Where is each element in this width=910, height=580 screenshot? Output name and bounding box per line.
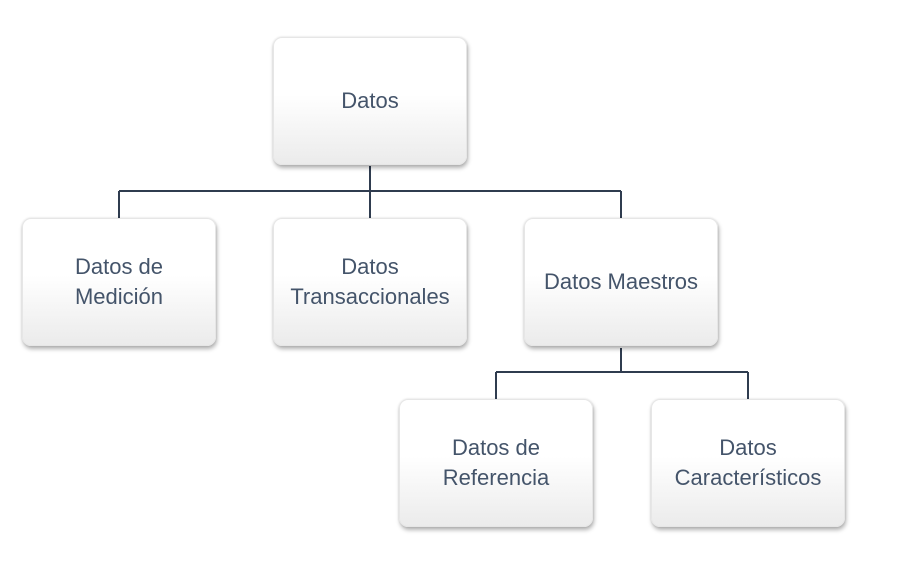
node-label-line: Datos: [341, 254, 399, 279]
node-label: Datos Característicos: [675, 433, 822, 493]
node-label-line: Transaccionales: [290, 284, 450, 309]
node-label-line: Datos de: [451, 435, 541, 460]
node-label: Datos de Referencia: [443, 433, 549, 493]
node-label: Datos de Medición: [75, 252, 163, 312]
node-label-line: Referencia: [442, 465, 550, 490]
node-label-line: Característicos: [674, 465, 822, 490]
node-label: Datos Maestros: [544, 267, 698, 297]
node-datos-maestros: Datos Maestros: [524, 218, 718, 346]
node-label-line: Datos: [719, 435, 777, 460]
node-label: Datos Transaccionales: [290, 252, 449, 312]
node-label-line: Datos: [341, 88, 399, 113]
node-datos-caracteristicos: Datos Característicos: [651, 399, 845, 527]
node-label-line: Medición: [74, 284, 164, 309]
node-label-line: Datos de: [74, 254, 164, 279]
node-datos-transaccionales: Datos Transaccionales: [273, 218, 467, 346]
node-label: Datos: [341, 86, 398, 116]
node-label-line: Datos Maestros: [543, 269, 699, 294]
node-datos: Datos: [273, 37, 467, 165]
node-datos-de-medicion: Datos de Medición: [22, 218, 216, 346]
node-datos-de-referencia: Datos de Referencia: [399, 399, 593, 527]
